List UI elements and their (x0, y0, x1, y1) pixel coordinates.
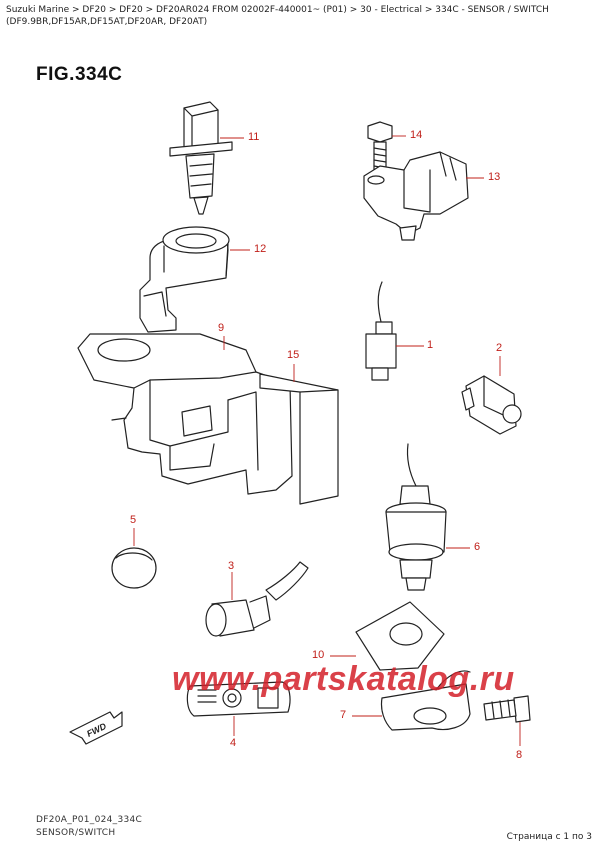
part-15-plate[interactable] (259, 373, 339, 505)
part-9-bracket[interactable] (77, 333, 293, 495)
part-1-sensor[interactable] (365, 281, 397, 381)
part-8-screw[interactable] (483, 695, 531, 723)
figure-code: DF20A_P01_024_334C (36, 815, 143, 825)
fwd-arrow-icon: FWD (69, 711, 123, 745)
page-indicator: Страница с 1 по 3 (506, 832, 592, 842)
leader-lines (133, 135, 521, 746)
part-12-grommet[interactable] (139, 226, 230, 333)
callout-9: 9 (218, 322, 225, 334)
callout-12: 12 (254, 243, 267, 255)
callout-1: 1 (427, 339, 434, 351)
part-13-map-sensor[interactable] (363, 151, 469, 241)
part-3-sensor[interactable] (205, 561, 309, 637)
callout-13: 13 (488, 171, 501, 183)
callout-6: 6 (474, 541, 481, 553)
part-7-plate[interactable] (380, 670, 471, 731)
callout-2: 2 (496, 342, 503, 354)
callout-7: 7 (340, 709, 347, 721)
callout-8: 8 (516, 749, 523, 761)
part-2-switch[interactable] (461, 375, 522, 435)
callout-4: 4 (230, 737, 237, 749)
figure-subtitle: SENSOR/SWITCH (36, 828, 116, 838)
callout-3: 3 (228, 560, 235, 572)
callout-14: 14 (410, 129, 423, 141)
callout-5: 5 (130, 514, 137, 526)
breadcrumb: Suzuki Marine > DF20 > DF20 > DF20AR024 … (6, 5, 549, 27)
callout-10: 10 (312, 649, 325, 661)
part-6-pressure-switch[interactable] (385, 443, 447, 591)
callout-15: 15 (287, 349, 300, 361)
part-11-sensor-plug[interactable] (169, 101, 233, 215)
part-14-bolt[interactable] (367, 121, 393, 171)
watermark: www.partskatalog.ru (172, 660, 515, 698)
part-4-switch-panel[interactable] (186, 681, 291, 717)
callout-11: 11 (248, 131, 260, 143)
part-5-cap[interactable] (111, 547, 157, 589)
figure-title: FIG.334C (36, 64, 123, 85)
part-10-gasket[interactable] (355, 601, 445, 671)
